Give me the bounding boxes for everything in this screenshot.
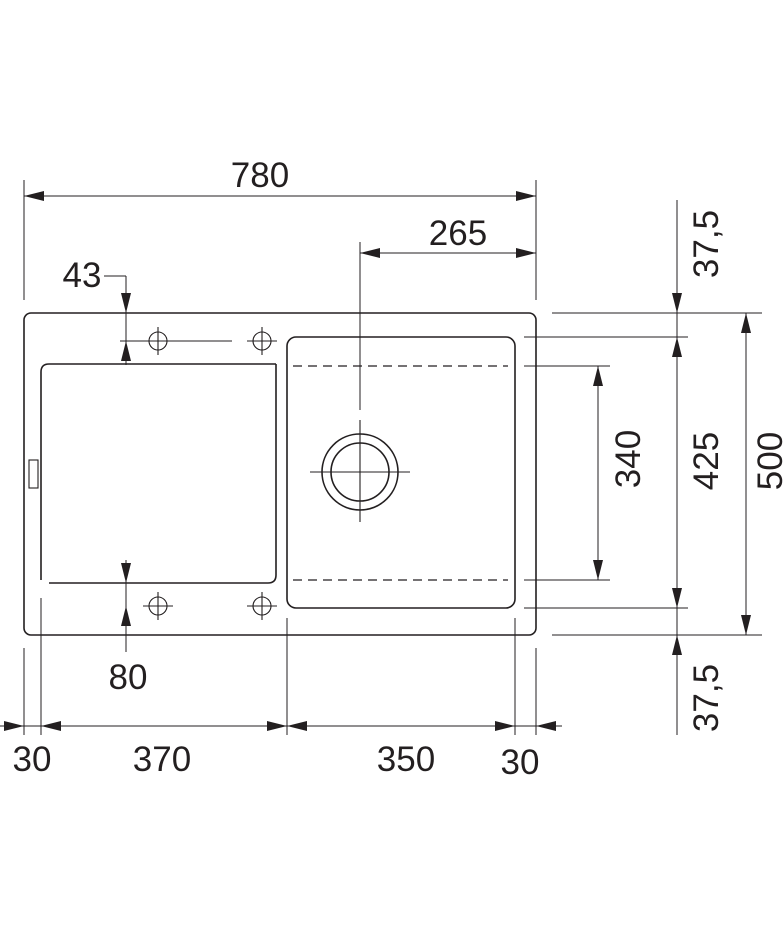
label-bowl-width: 350	[377, 740, 435, 779]
label-overall-depth: 500	[751, 432, 784, 490]
overflow-slot	[28, 459, 39, 489]
dimension-line-tap-hole-offset	[121, 276, 131, 365]
label-bottom-margin: 37,5	[687, 664, 726, 732]
bowl	[286, 336, 516, 609]
label-overall-width: 780	[231, 156, 289, 195]
dimension-line-top-margin	[672, 200, 682, 337]
dimension-line-overall-width	[24, 191, 536, 201]
label-tap-hole-offset: 43	[63, 256, 102, 295]
tap-hole-icon	[247, 327, 277, 355]
label-left-rim: 30	[13, 740, 52, 779]
drain-icon	[310, 420, 410, 522]
dimension-line-bowl-center	[360, 248, 536, 258]
label-right-rim: 30	[501, 743, 540, 782]
tap-hole-icon	[247, 592, 277, 620]
label-drainer-hole-offset: 80	[109, 658, 148, 697]
dimension-line-bottom-margin	[672, 608, 682, 735]
drainer-area	[28, 363, 277, 584]
label-drainer-width: 370	[133, 740, 191, 779]
tap-hole-icon	[143, 592, 173, 620]
sink-outline	[23, 312, 537, 636]
label-bowl-outer-depth: 425	[687, 432, 726, 490]
extension-lines	[23, 180, 762, 735]
dimension-line-bowl-inner-depth	[593, 366, 603, 580]
label-bowl-inner-depth: 340	[609, 430, 648, 488]
dimension-line-bottom-chain	[0, 721, 562, 731]
dimension-line-drainer-hole-offset	[121, 560, 131, 652]
label-top-margin: 37,5	[687, 210, 726, 278]
dimension-line-overall-depth	[741, 313, 751, 635]
label-bowl-center-offset: 265	[429, 214, 487, 253]
dimension-line-bowl-outer-depth	[672, 337, 682, 608]
